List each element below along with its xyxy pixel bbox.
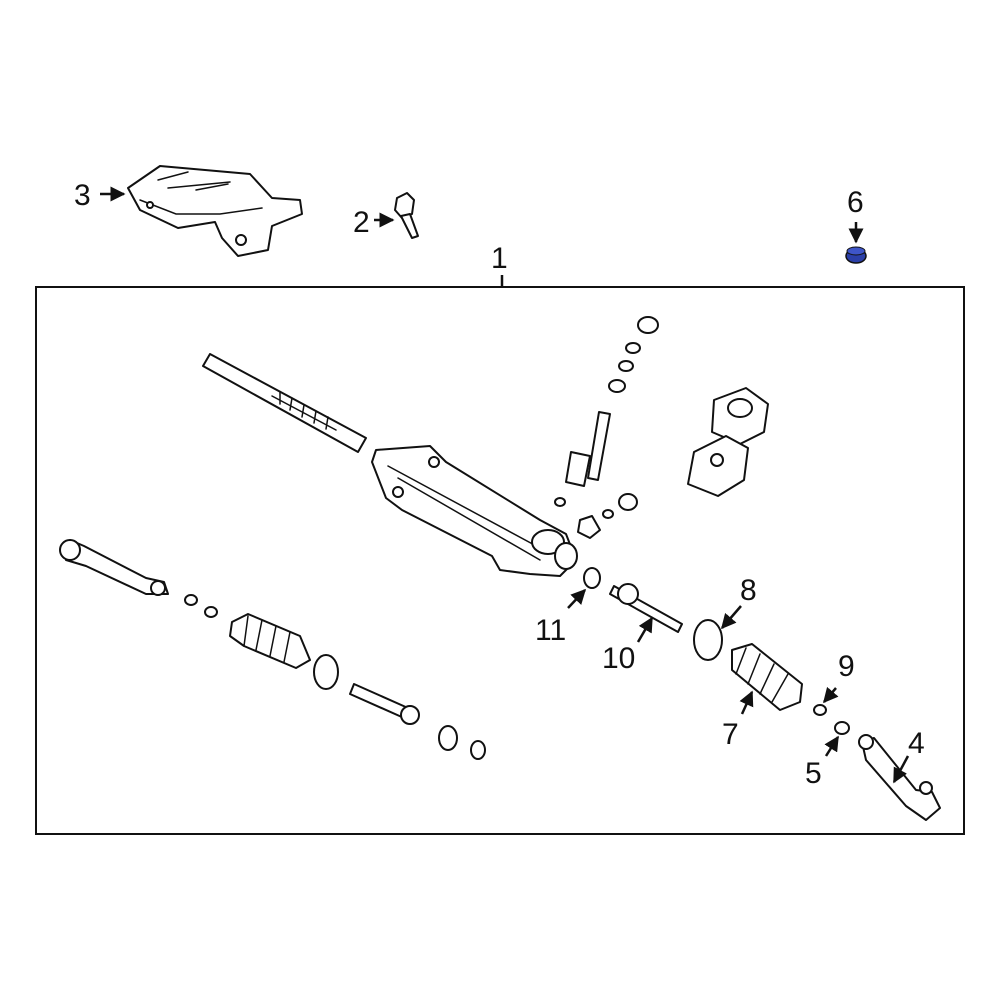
callout-10: 10 bbox=[602, 642, 635, 675]
highlighted-nut bbox=[845, 246, 867, 264]
leader-8 bbox=[721, 605, 742, 630]
callout-8: 8 bbox=[740, 574, 757, 607]
callout-5: 5 bbox=[805, 757, 822, 790]
assembly-frame bbox=[35, 286, 965, 835]
callout-4: 4 bbox=[908, 727, 925, 760]
callout-2: 2 bbox=[353, 206, 370, 239]
callout-1: 1 bbox=[491, 242, 508, 275]
leader-7 bbox=[739, 690, 754, 715]
jam-nut bbox=[834, 721, 850, 735]
callout-9: 9 bbox=[838, 650, 855, 683]
leader-10 bbox=[636, 616, 654, 643]
leader-5 bbox=[824, 735, 840, 757]
o-ring bbox=[583, 567, 601, 589]
pinion-valve-housing bbox=[687, 387, 769, 497]
callout-11: 11 bbox=[535, 614, 566, 647]
steering-gear-housing bbox=[371, 445, 578, 577]
heat-shield-bracket bbox=[127, 165, 303, 257]
leader-9 bbox=[823, 686, 839, 704]
leader-4 bbox=[892, 755, 910, 784]
boot-clamp-right bbox=[693, 619, 723, 661]
rack-shaft bbox=[202, 353, 367, 453]
pinion-stack bbox=[554, 316, 659, 539]
leader-11 bbox=[567, 588, 587, 609]
mounting-bolt bbox=[394, 192, 419, 239]
callout-6: 6 bbox=[847, 186, 864, 219]
boot-assembly-left bbox=[229, 613, 486, 760]
inner-tie-rod-right bbox=[609, 583, 683, 633]
boot-right bbox=[731, 643, 803, 711]
callout-7: 7 bbox=[722, 718, 739, 751]
tie-rod-end-left bbox=[59, 539, 218, 618]
callout-3: 3 bbox=[74, 179, 91, 212]
small-clamp bbox=[813, 704, 827, 716]
tie-rod-end-right bbox=[858, 734, 941, 821]
